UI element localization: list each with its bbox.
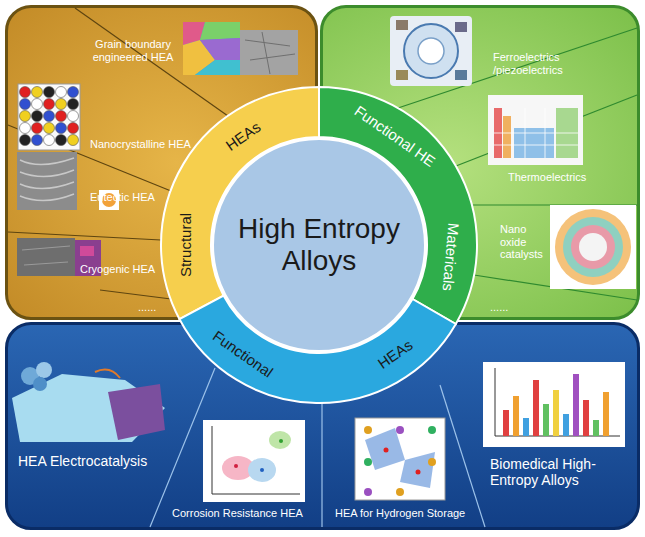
category-label: HEA for Hydrogen Storage [335,507,465,520]
category-label: Corrosion Resistance HEA [172,507,303,520]
category-label: Eutectic HEA [90,191,155,204]
category-label: Biomedical High-Entropy Alloys [490,456,625,488]
category-label: HEA Electrocatalysis [18,453,147,469]
category-label: ...... [490,301,508,314]
category-label: Ferroelectrics /piezoelectrics [493,51,588,76]
category-label: Cryogenic HEA [80,263,155,276]
category-label: Grain boundary engineered HEA [83,38,183,63]
center-title: High Entropy Alloys [219,137,419,353]
center-circle: High Entropy Alloys [211,137,427,353]
category-label: Thermoelectrics [508,171,586,184]
category-label: Nanocrystalline HEA [90,138,191,151]
category-label: ...... [138,301,156,314]
category-label: Nano oxide catalysts [500,223,550,261]
ring-label: Structural [177,213,194,277]
